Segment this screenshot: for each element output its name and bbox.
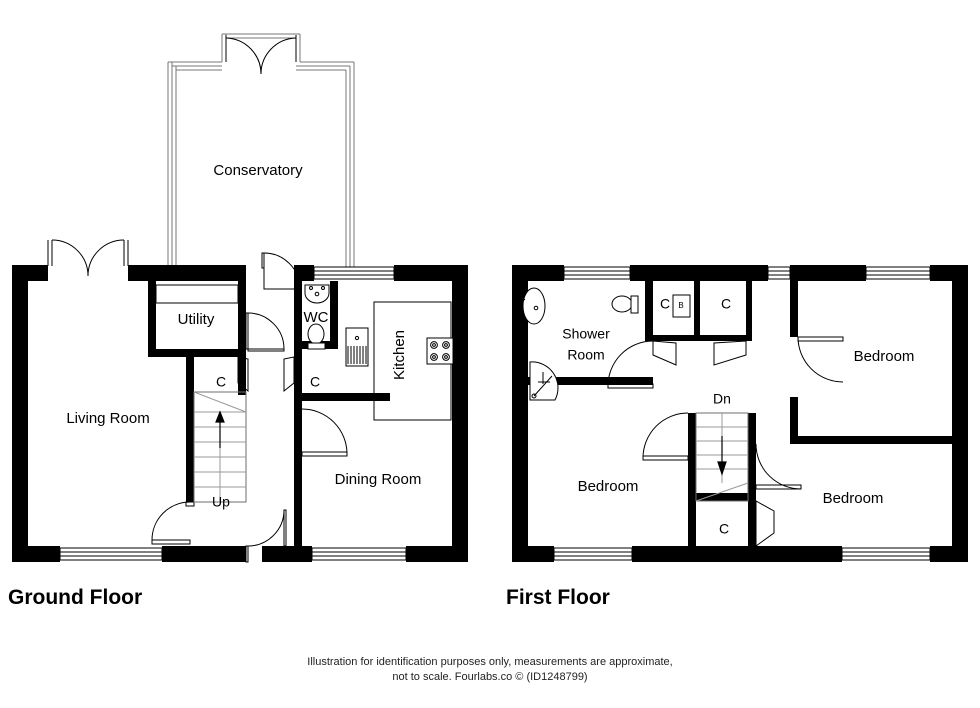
cupboard-label-hall: C: [310, 374, 320, 390]
dining-room-door: [301, 408, 348, 457]
disclaimer-line-2: not to scale. Fourlabs.co © (ID1248799): [392, 671, 588, 683]
first-floor-plan: Dn Shower Room Bedroom Bedroom Bedroom C…: [512, 265, 968, 562]
wc-toilet-icon: [307, 323, 326, 350]
stairs-down: [695, 412, 749, 502]
wc-basin-icon: [304, 284, 330, 304]
room-label-bedroom-1: Bedroom: [854, 348, 915, 365]
first-floor-walls: [512, 265, 968, 562]
room-label-bedroom-3: Bedroom: [823, 490, 884, 507]
room-label-utility: Utility: [178, 311, 215, 328]
first-floor-windows: [553, 266, 931, 561]
ground-floor-windows: [59, 266, 407, 561]
bedroom2-door: [642, 412, 689, 461]
first-floor-interior-walls: [528, 281, 952, 562]
shower-room-door: [607, 340, 654, 389]
disclaimer-text: Illustration for identification purposes…: [0, 655, 980, 685]
living-room-door: [151, 501, 195, 545]
stairs-down-label: Dn: [713, 391, 731, 407]
room-label-living-room: Living Room: [66, 410, 149, 427]
cupboard-label-bedroom: C: [719, 521, 729, 537]
utility-door: [245, 312, 285, 352]
understairs-cupboard-door: [237, 356, 249, 393]
cupboard-label-landing-right: C: [721, 296, 731, 312]
ground-floor-walls: [12, 265, 468, 562]
room-label-bedroom-2: Bedroom: [578, 478, 639, 495]
shower-basin-icon: [522, 287, 546, 325]
stairs-up: [193, 391, 247, 503]
bedroom-cupboard-door: [755, 500, 775, 547]
ground-floor-title: Ground Floor: [8, 586, 143, 609]
room-label-dining-room: Dining Room: [335, 471, 422, 488]
boiler-box-icon: [672, 294, 691, 318]
kitchen-hob-icon: [426, 337, 454, 365]
kitchen-sink-icon: [345, 327, 369, 367]
ground-floor-plan: Conservatory: [12, 33, 468, 563]
shower-toilet-icon: [611, 295, 639, 314]
cupboard-left-door: [652, 340, 677, 366]
boiler-label: B: [678, 301, 683, 310]
living-room-french-doors: [47, 239, 129, 277]
room-label-kitchen: Kitchen: [391, 330, 408, 380]
cupboard-label-landing-left: C: [660, 296, 670, 312]
room-label-conservatory: Conservatory: [213, 162, 303, 179]
shower-tray-icon: [529, 361, 559, 401]
room-label-wc: WC: [304, 309, 329, 326]
cupboard-label-understairs: C: [216, 374, 226, 390]
first-floor-title: First Floor: [506, 586, 610, 609]
stairs-up-label: Up: [212, 494, 230, 510]
cupboard-right-door: [713, 340, 747, 366]
disclaimer-line-1: Illustration for identification purposes…: [307, 656, 673, 668]
bedroom1-door: [797, 336, 844, 383]
utility-counter-icon: [155, 284, 239, 304]
room-label-shower-room-line2: Room: [567, 347, 604, 363]
bedroom3-door: [755, 443, 802, 490]
conservatory-structure: [167, 33, 355, 270]
hall-front-door: [245, 509, 287, 563]
room-label-shower-room-line1: Shower: [562, 326, 610, 342]
hall-cupboard-door: [283, 356, 295, 393]
